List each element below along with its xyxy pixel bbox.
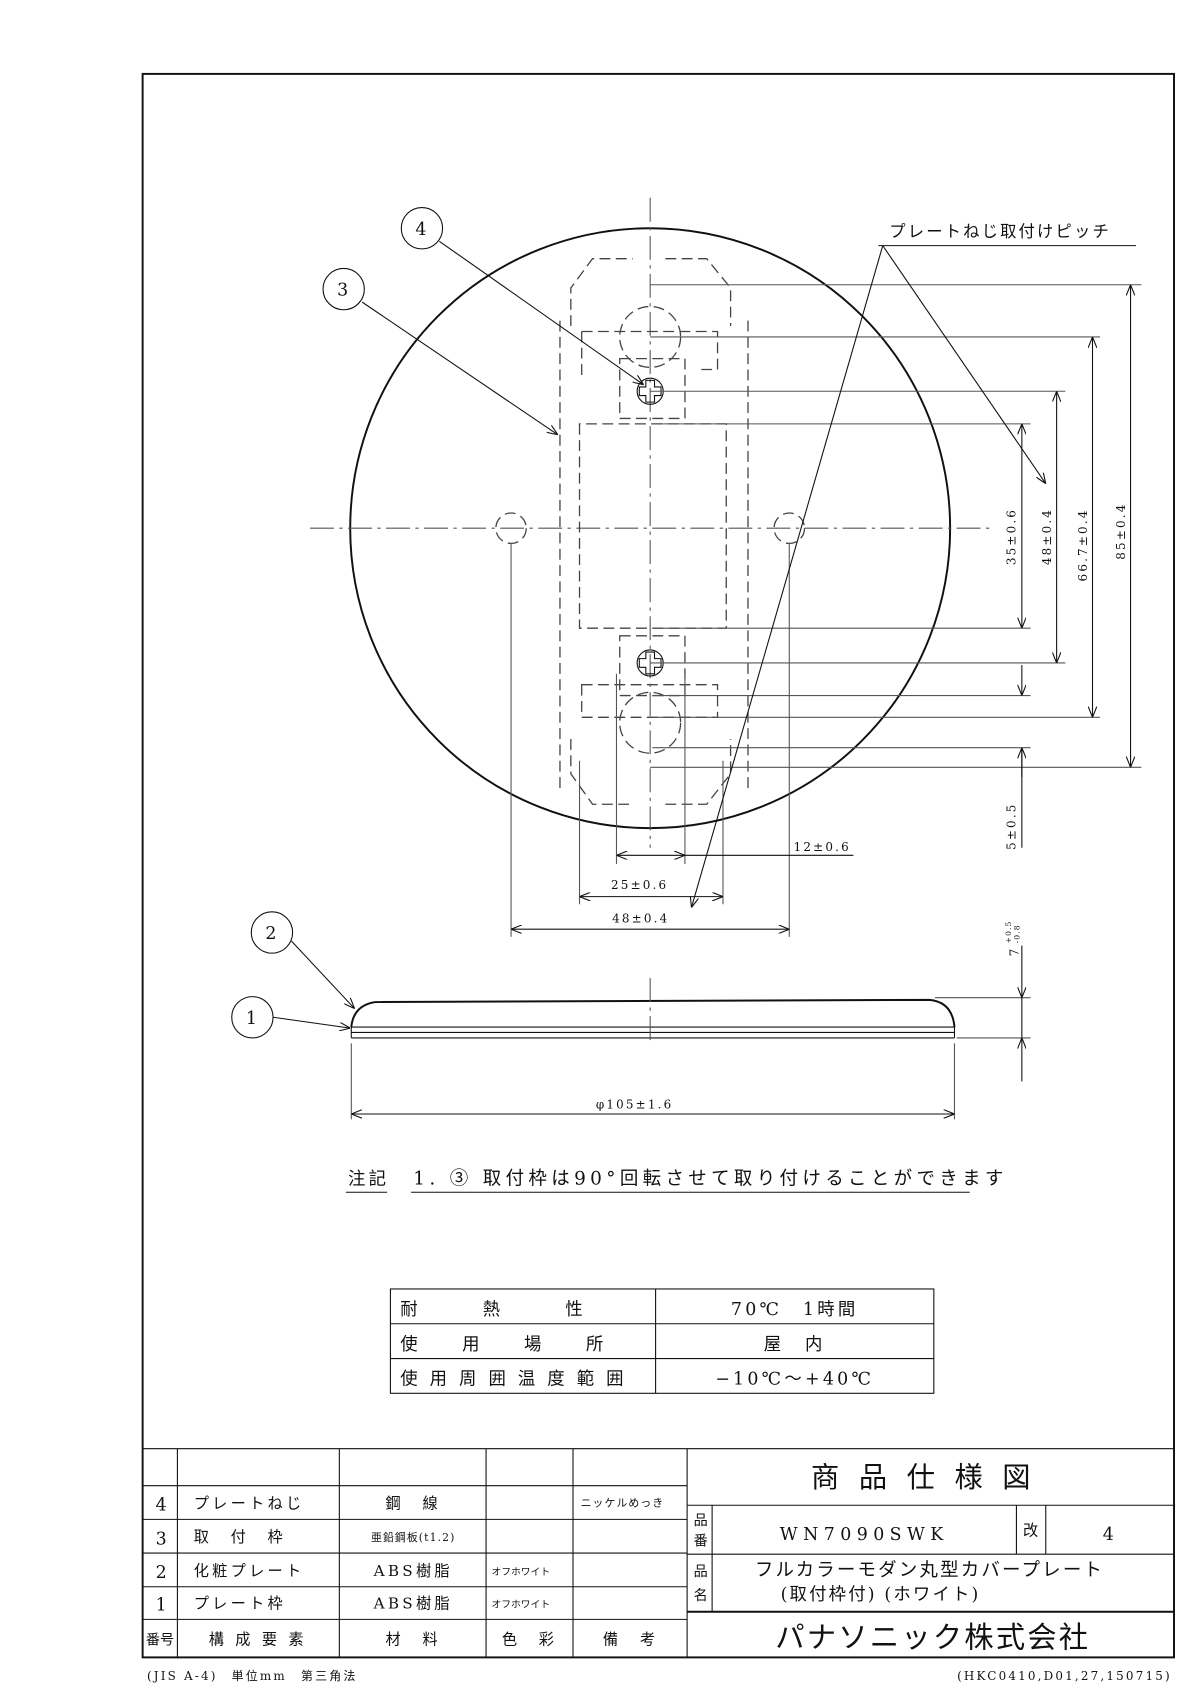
part-name: 取 付 枠 xyxy=(194,1528,286,1546)
parts-row: 3 取 付 枠 亜鉛鋼板(t1.2) xyxy=(156,1528,455,1549)
pitch-label: プレートねじ取付けピッチ xyxy=(889,222,1111,241)
dim-35: 35±0.6 xyxy=(1004,508,1018,565)
product-name-label: 品 xyxy=(694,1564,710,1580)
product-name-label: 名 xyxy=(694,1588,710,1604)
product-name-sub: (取付枠付) (ホワイト) xyxy=(781,1585,981,1605)
spec-value: −10℃〜+40℃ xyxy=(715,1370,874,1390)
part-no: 1 xyxy=(156,1596,170,1616)
part-name: プレート枠 xyxy=(194,1594,286,1612)
part-remark: ニッケルめっき xyxy=(581,1496,665,1509)
parts-row: 2 化粧プレート ABS樹脂 オフホワイト xyxy=(156,1562,550,1583)
sheet-frame xyxy=(141,72,1175,1659)
dim-48-horizontal: 48±0.4 xyxy=(612,912,669,926)
dim-diameter: φ105±1.6 xyxy=(596,1098,674,1112)
parts-table: 4 プレートねじ 鋼 線 ニッケルめっき 3 取 付 枠 亜鉛鋼板(t1.2) … xyxy=(142,1448,1175,1658)
footer-standard: (JIS A-4) 単位mm 第三角法 xyxy=(147,1668,357,1683)
dim-5: 5±0.5 xyxy=(1004,802,1018,849)
footer-drawing-code: (HKC0410,D01,27,150715) xyxy=(957,1669,1172,1683)
part-number: WN7090SWK xyxy=(780,1525,949,1545)
part-material: 亜鉛鋼板(t1.2) xyxy=(371,1530,455,1544)
part-name: プレートねじ xyxy=(194,1495,305,1513)
dim-66-7: 66.7±0.4 xyxy=(1076,508,1090,581)
callout-3: 3 xyxy=(337,281,351,301)
spec-value: 屋 内 xyxy=(764,1335,826,1355)
mounting-frame-outline xyxy=(559,258,749,805)
part-color: オフホワイト xyxy=(491,1598,550,1610)
callout-4: 4 xyxy=(415,220,429,240)
dim-7-tol-lower: -0.8 xyxy=(1013,924,1022,943)
part-no: 3 xyxy=(156,1529,170,1549)
dim-12: 12±0.6 xyxy=(794,840,851,854)
callout-1: 1 xyxy=(246,1009,260,1029)
company-name: パナソニック株式会社 xyxy=(775,1621,1090,1655)
spec-value: 70℃ 1時間 xyxy=(731,1300,859,1320)
revision-label: 改 xyxy=(1023,1522,1041,1540)
drawing-title: 商品仕様図 xyxy=(811,1461,1050,1494)
note-label: 注記 xyxy=(348,1170,389,1190)
dim-7: 7 xyxy=(1008,947,1022,957)
spec-key: 耐 熱 性 xyxy=(400,1300,586,1320)
callouts: 4 3 2 1 xyxy=(231,207,644,1039)
spec-key: 使 用 周 囲 温 度 範 囲 xyxy=(400,1369,627,1390)
part-no: 2 xyxy=(156,1563,170,1583)
part-material: 鋼 線 xyxy=(386,1495,441,1513)
part-material: ABS樹脂 xyxy=(373,1562,453,1580)
part-material: ABS樹脂 xyxy=(373,1594,453,1612)
part-no-label: 番 xyxy=(694,1533,710,1549)
header-color: 色 彩 xyxy=(502,1630,557,1648)
parts-row: 1 プレート枠 ABS樹脂 オフホワイト xyxy=(156,1594,550,1615)
front-view xyxy=(309,197,1142,937)
callout-2: 2 xyxy=(265,924,279,944)
product-name: フルカラーモダン丸型カバープレート xyxy=(755,1560,1104,1581)
spec-key: 使 用 場 所 xyxy=(400,1334,606,1355)
note-text: 1. ③ 取付枠は90°回転させて取り付けることができます xyxy=(413,1169,1007,1190)
dimensions: 35±0.6 48±0.4 66.7±0.4 85±0.4 5±0.5 12±0… xyxy=(511,222,1136,929)
part-name: 化粧プレート xyxy=(194,1562,305,1580)
side-view: 7 +0.5 -0.8 φ105±1.6 xyxy=(350,921,1031,1120)
header-material: 材 料 xyxy=(386,1630,441,1648)
part-color: オフホワイト xyxy=(491,1566,550,1578)
part-no: 4 xyxy=(156,1496,170,1516)
revision-number: 4 xyxy=(1103,1525,1117,1545)
parts-row: 4 プレートねじ 鋼 線 ニッケルめっき xyxy=(156,1495,665,1516)
dim-48-vertical: 48±0.4 xyxy=(1040,508,1054,565)
header-no: 番号 xyxy=(146,1632,174,1648)
header-remark: 備 考 xyxy=(603,1630,658,1648)
spec-table: 耐 熱 性 70℃ 1時間 使 用 場 所 屋 内 使 用 周 囲 温 度 範 … xyxy=(389,1288,935,1394)
header-name: 構 成 要 素 xyxy=(209,1630,307,1648)
dim-7-tol-upper: +0.5 xyxy=(1004,921,1013,944)
dim-85: 85±0.4 xyxy=(1114,502,1128,559)
title-block: 商品仕様図 品 番 WN7090SWK 改 4 品 名 フルカラーモダン丸型カバ… xyxy=(687,1461,1175,1655)
dim-25: 25±0.6 xyxy=(611,878,668,892)
part-no-label: 品 xyxy=(694,1513,710,1529)
